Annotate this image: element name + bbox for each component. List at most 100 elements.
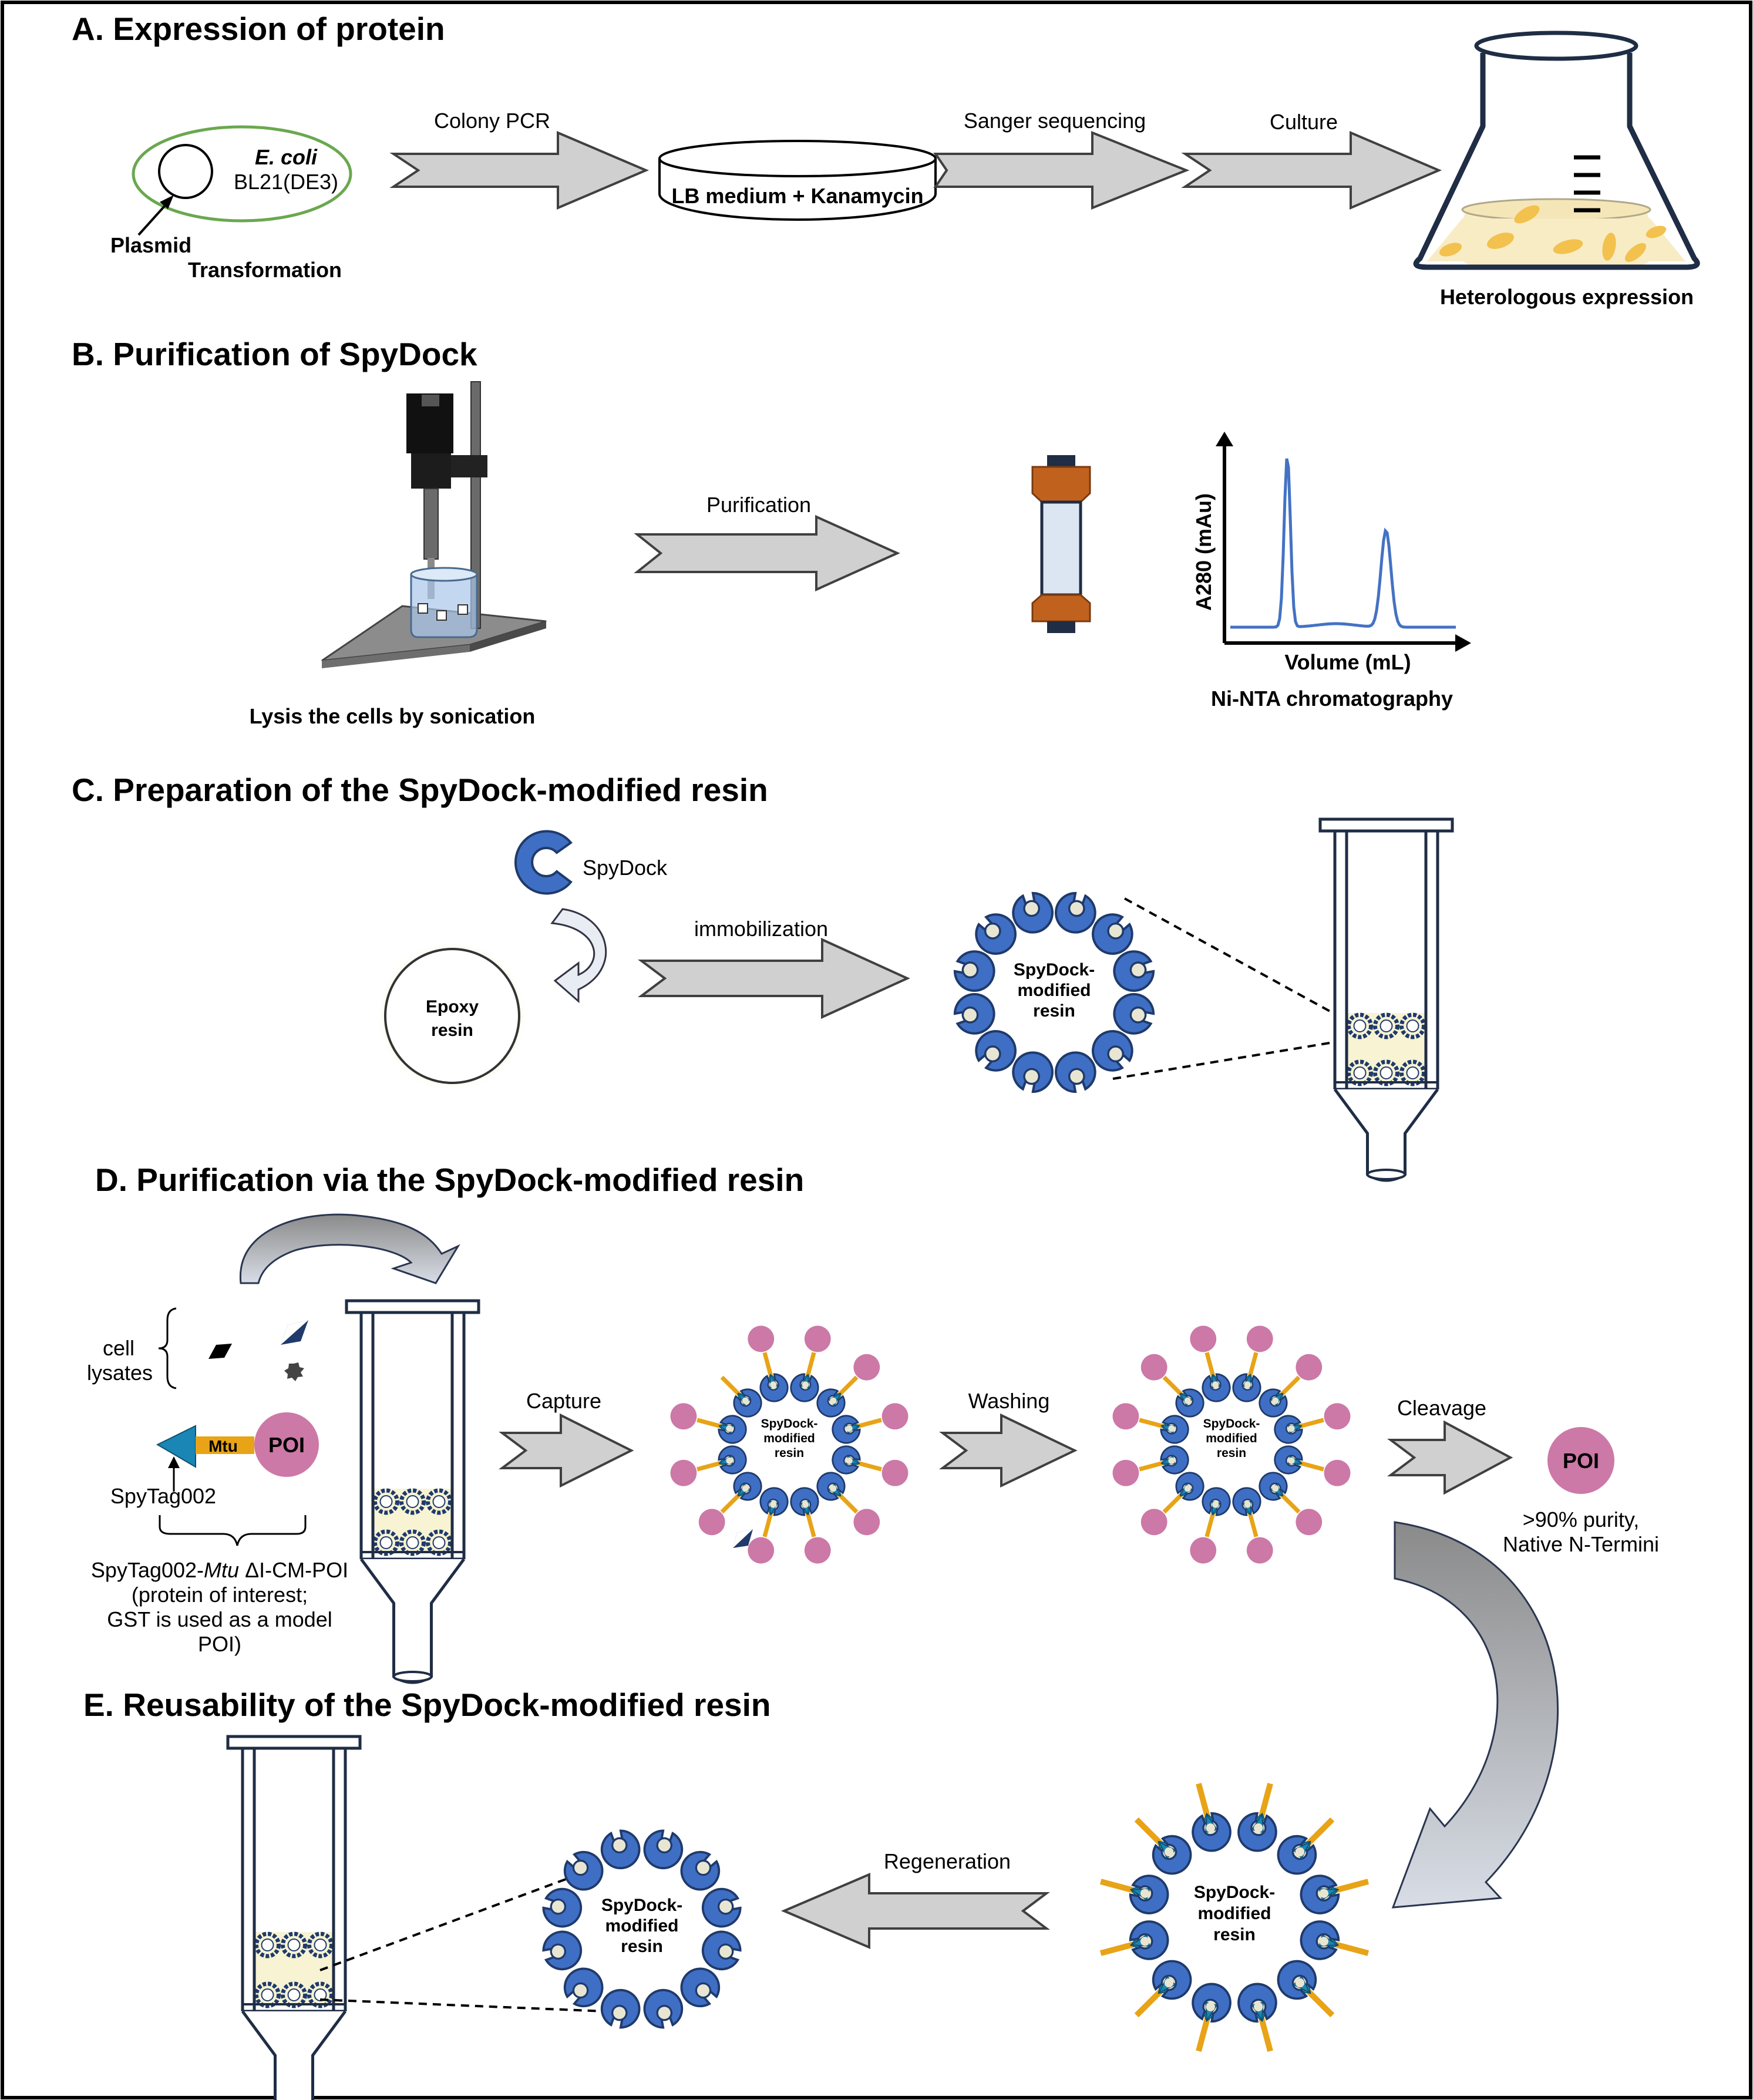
released-poi <box>1547 1427 1614 1494</box>
lb-plate <box>658 140 937 221</box>
spydock-unit-1 <box>810 1383 851 1423</box>
spydock-unit-9 <box>1158 1412 1192 1447</box>
resin-e1-label-2: modified <box>605 1916 679 1936</box>
spydock-unit-4 <box>810 1466 851 1506</box>
spydock-unit-10 <box>1145 1828 1200 1883</box>
washing-arrow <box>939 1413 1078 1488</box>
bound-poi-9 <box>670 1403 697 1430</box>
spydock-unit-8 <box>715 1442 750 1478</box>
resin-e2-label-1: SpyDock- <box>1194 1883 1275 1902</box>
spydock-unit-2 <box>1271 1412 1306 1447</box>
bound-poi-11 <box>1190 1325 1217 1352</box>
bound-poi-8 <box>1112 1459 1139 1486</box>
released-poi-label: POI <box>1563 1449 1599 1473</box>
curved-arrow-to-epoxy <box>550 908 607 1004</box>
resin-column-c <box>1318 817 1454 1182</box>
resin-d1-label-3: resin <box>775 1446 804 1460</box>
spydock-unit-4 <box>1253 1466 1293 1506</box>
bound-poi-7 <box>698 1509 725 1536</box>
cell-label-2: lysates <box>87 1361 153 1385</box>
construct-label-4: POI) <box>198 1632 241 1656</box>
bound-poi-10 <box>1140 1354 1167 1381</box>
spydock-unit-3 <box>829 1442 863 1478</box>
resin-d2-label-1: SpyDock- <box>1203 1417 1260 1431</box>
section-c-title: C. Preparation of the SpyDock-modified r… <box>72 772 768 808</box>
spydock-unit-9 <box>1125 1870 1173 1919</box>
resin-e2-label-3: resin <box>1213 1925 1256 1944</box>
purity-label-2: Native N-Termini <box>1503 1532 1659 1556</box>
spydock-unit-10 <box>1170 1383 1210 1423</box>
spydock-unit-7 <box>1145 1952 1200 2007</box>
capture-label: Capture <box>526 1389 601 1413</box>
construct-brace <box>159 1515 307 1546</box>
spydock-unit-7 <box>728 1466 768 1506</box>
bound-poi-0 <box>1246 1325 1273 1352</box>
section-d-title: D. Purification via the SpyDock-modified… <box>95 1162 804 1198</box>
zoom-line-e-top <box>319 1873 579 1971</box>
resin-d1-label-2: modified <box>763 1432 815 1445</box>
resin-d2-label-2: modified <box>1206 1432 1257 1445</box>
bound-poi-5 <box>1246 1537 1273 1564</box>
epoxy-label-1: Epoxy <box>426 997 479 1017</box>
fusion-protein: Mtu POI <box>156 1412 319 1477</box>
section-a-title: A. Expression of protein <box>72 11 445 47</box>
zoom-line-e-bottom <box>319 1998 605 2012</box>
resin-e2-label-2: modified <box>1198 1904 1271 1923</box>
resin-c-label-3: resin <box>1033 1001 1075 1021</box>
bound-poi-2 <box>1324 1403 1351 1430</box>
resin-c-label-1: SpyDock- <box>1014 960 1095 980</box>
resin-bead-c: SpyDock- modified resin <box>951 890 1158 1096</box>
spydock-unit-1 <box>1253 1383 1293 1423</box>
sonicator <box>321 381 547 668</box>
bound-poi-4 <box>853 1509 880 1536</box>
cleavage-arrow <box>1387 1420 1513 1495</box>
resin-d1-label-1: SpyDock- <box>761 1417 818 1431</box>
resin-d2-label-3: resin <box>1217 1446 1246 1460</box>
bound-poi-6 <box>1190 1537 1217 1564</box>
cell-label-1: cell <box>103 1336 134 1360</box>
spydock-unit-6 <box>1199 1484 1234 1519</box>
immobilization-label: immobilization <box>694 917 828 941</box>
culture-label: Culture <box>1270 110 1338 134</box>
transformation-label: Transformation <box>188 258 342 282</box>
resin-c-label-2: modified <box>1018 981 1091 1000</box>
bound-poi-3 <box>881 1459 909 1486</box>
bound-poi-2 <box>881 1403 909 1430</box>
purification-arrow <box>634 514 900 592</box>
cleavage-label: Cleavage <box>1397 1396 1486 1420</box>
bound-poi-1 <box>853 1354 880 1381</box>
construct-label-1: SpyTag002-Mtu ΔI-CM-POI <box>91 1558 348 1582</box>
lysis-label: Lysis the cells by sonication <box>250 704 536 728</box>
spydock-unit-10 <box>728 1383 768 1423</box>
resin-bead-captured: SpyDock- modified resin <box>670 1325 909 1564</box>
immobilization-arrow <box>638 937 910 1019</box>
spydock-unit-3 <box>1296 1916 1344 1964</box>
zoom-line-c-bottom <box>1112 1041 1334 1080</box>
resin-bead-washed: SpyDock- modified resin <box>1112 1325 1351 1564</box>
washing-label: Washing <box>968 1389 1050 1413</box>
spydock-unit-6 <box>756 1484 792 1519</box>
sanger-arrow <box>933 131 1190 210</box>
culture-arrow <box>1181 130 1442 210</box>
epoxy-label-2: resin <box>431 1021 473 1040</box>
construct-label-2: (protein of interest; <box>132 1583 308 1607</box>
unbound-fragment <box>733 1529 753 1548</box>
cell-lysates-group: cell lysates <box>87 1307 308 1389</box>
spydock-unit-0 <box>1233 1808 1281 1856</box>
spydock-unit-0 <box>787 1371 822 1405</box>
spydock-unit-5 <box>1233 1978 1281 2027</box>
spydock-unit-2 <box>829 1412 863 1447</box>
section-b-title: B. Purification of SpyDock <box>72 336 477 372</box>
construct-label-3: GST is used as a model <box>107 1607 332 1631</box>
spydock-unit-4 <box>1269 1952 1324 2007</box>
resin-bead-cleaved: SpyDock- modified resin <box>1099 1782 1370 2052</box>
transformation-pointer <box>137 195 174 236</box>
spydock-unit-5 <box>1229 1484 1264 1519</box>
curved-arrow-load <box>240 1213 460 1284</box>
spydock-unit-9 <box>715 1412 750 1447</box>
bound-poi-5 <box>804 1537 831 1564</box>
poi-label: POI <box>268 1433 305 1457</box>
epoxy-resin: Epoxy resin <box>379 943 526 1089</box>
sanger-label: Sanger sequencing <box>964 109 1146 133</box>
spytag-label: SpyTag002 <box>110 1484 216 1508</box>
